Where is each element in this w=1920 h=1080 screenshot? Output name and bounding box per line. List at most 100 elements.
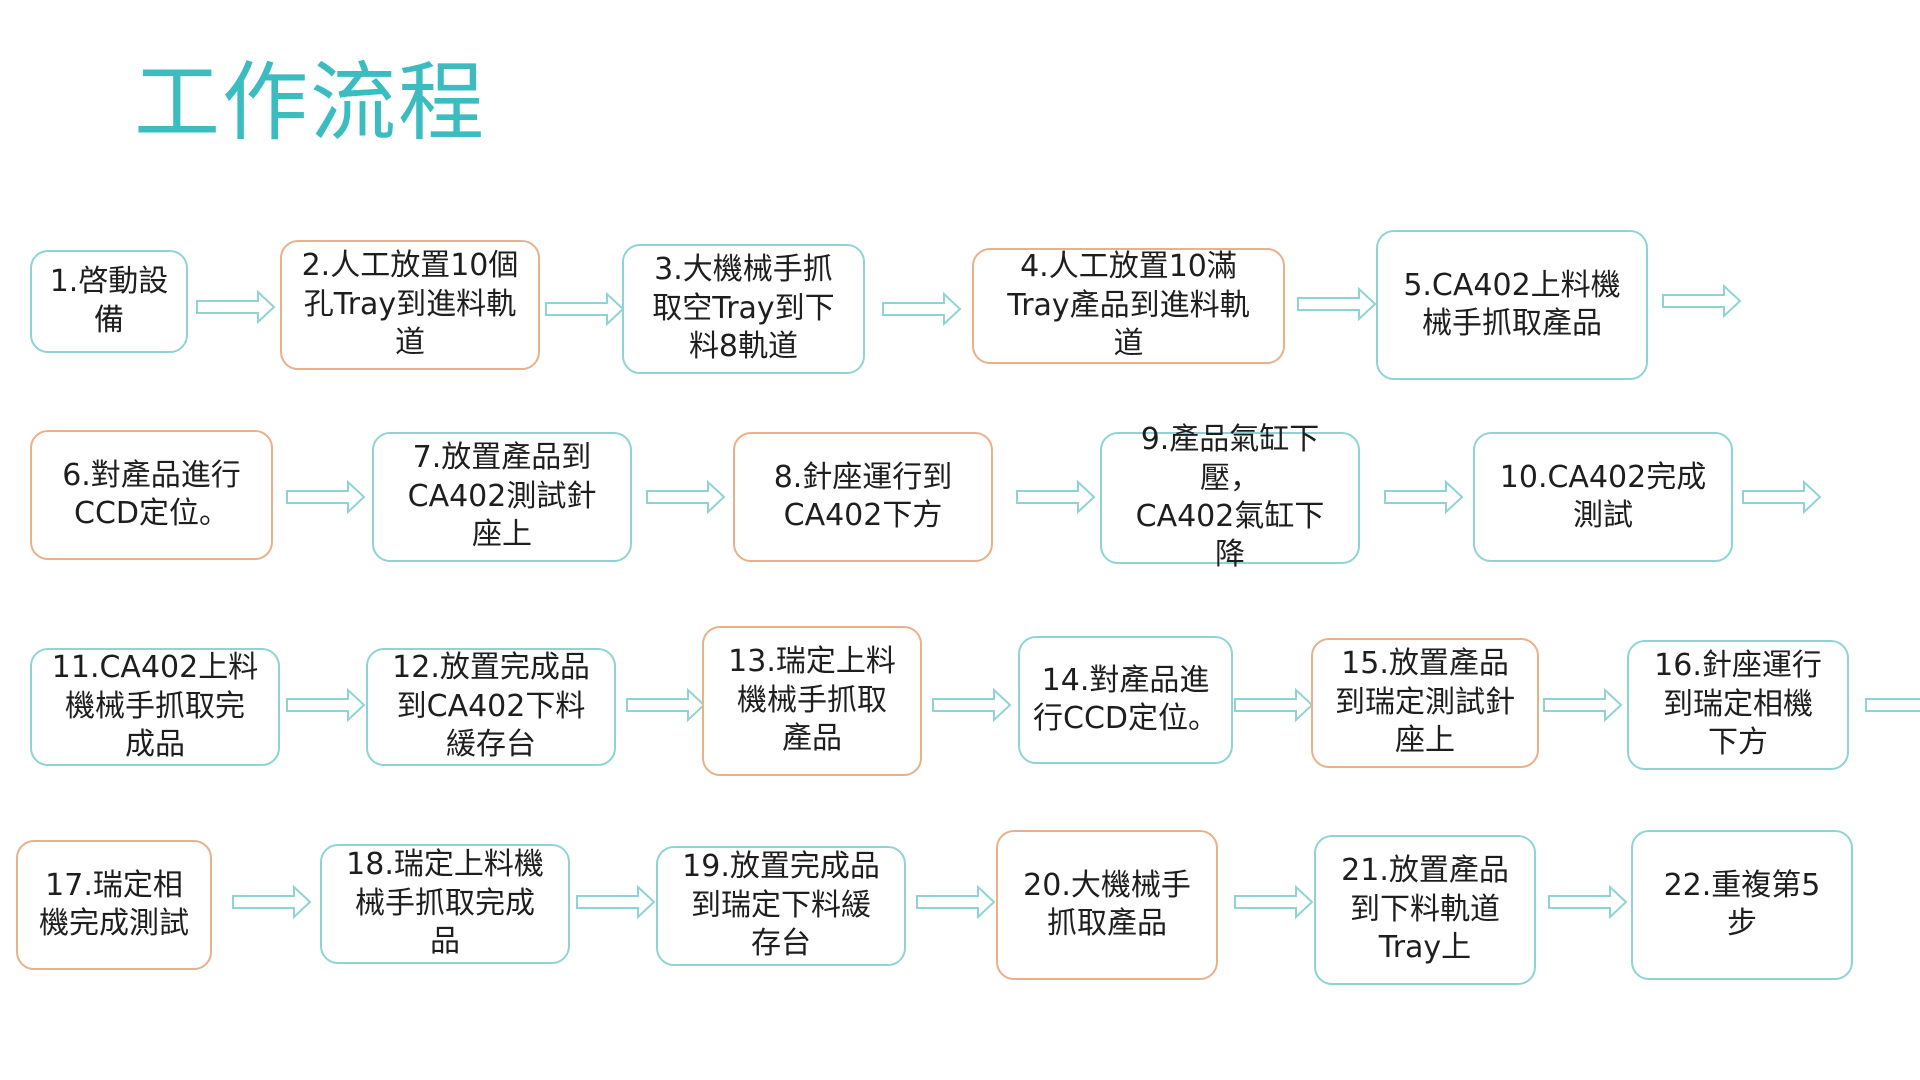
step-text-line: CA402氣缸下: [1135, 499, 1325, 534]
step-box-10: 10.CA402完成測試: [1473, 432, 1733, 562]
arrow-right-icon: [1234, 884, 1314, 920]
step-text-line: 1.啓動設: [49, 264, 169, 300]
step-text-line: 到瑞定下料緩: [691, 887, 871, 923]
step-text-line: Tray上: [1378, 930, 1472, 966]
step-text-line: Tray產品到進料軌: [1007, 287, 1250, 323]
step-box-13: 13.瑞定上料機械手抓取產品: [702, 626, 922, 776]
arrow-right-icon: [196, 289, 276, 325]
step-text-line: 18.瑞定上料機: [346, 847, 544, 883]
arrow-right-icon: [576, 884, 656, 920]
arrow-right-icon: [932, 687, 1012, 723]
step-text-line: 品: [430, 924, 460, 960]
arrow-right-icon: [1384, 479, 1464, 515]
step-text-line: 道: [394, 325, 425, 361]
step-box-2: 2.人工放置10個孔Tray到進料軌道: [280, 240, 540, 370]
step-text-line: 機械手抓取完: [64, 688, 245, 724]
arrow-right-icon: [646, 479, 726, 515]
step-text-line: 下方: [1708, 725, 1768, 761]
step-text-line: 5.CA402上料機: [1403, 267, 1621, 303]
arrow-right-icon: [1234, 687, 1314, 723]
arrow-right-icon: [1865, 698, 1920, 712]
arrow-right-icon: [232, 884, 312, 920]
step-text-line: 11.CA402上料: [51, 650, 259, 686]
step-text-line: 22.重複第5: [1663, 867, 1821, 903]
step-text-line: 3.大機械手抓: [654, 252, 833, 288]
step-text-line: CCD定位。: [74, 496, 229, 531]
step-text-line: 產品: [782, 721, 842, 757]
step-text-line: 備: [94, 302, 124, 338]
step-text-line: 成品: [124, 727, 185, 763]
step-box-9: 9.產品氣缸下壓，CA402氣缸下降: [1100, 422, 1360, 572]
step-text-line: 到瑞定測試針: [1335, 684, 1515, 720]
arrow-right-icon: [1548, 884, 1628, 920]
step-text-line: CA402下方: [783, 498, 943, 533]
arrow-right-icon: [1297, 286, 1377, 322]
step-text-line: 6.對產品進行: [62, 457, 241, 493]
step-text-line: 孔Tray到進料軌: [303, 286, 517, 322]
step-text-line: 14.對產品進: [1041, 662, 1210, 698]
step-text-line: 8.針座運行到: [773, 459, 953, 495]
step-text-line: 17.瑞定相: [45, 867, 183, 903]
step-text-line: 座上: [1395, 723, 1455, 759]
step-text-line: 到下料軌道: [1350, 891, 1500, 927]
step-box-3: 3.大機械手抓取空Tray到下料8軌道: [622, 244, 865, 374]
arrow-right-icon: [626, 687, 706, 723]
step-text-line: 16.針座運行: [1654, 648, 1822, 684]
step-box-18: 18.瑞定上料機械手抓取完成品: [320, 844, 570, 964]
step-text-line: 步: [1726, 906, 1757, 941]
step-box-17: 17.瑞定相機完成測試: [16, 840, 212, 970]
arrow-right-icon: [1016, 479, 1096, 515]
step-text-line: 20.大機械手: [1023, 867, 1191, 903]
step-text-line: 降: [1215, 537, 1245, 573]
step-text-line: 械手抓取產品: [1421, 306, 1602, 341]
step-text-line: 存台: [751, 926, 811, 962]
step-text-line: 15.放置產品: [1341, 646, 1509, 682]
step-text-line: 機完成測試: [39, 906, 189, 941]
step-box-11: 11.CA402上料機械手抓取完成品: [30, 648, 280, 766]
arrow-right-icon: [1543, 687, 1623, 723]
step-text-line: 2.人工放置10個: [301, 248, 519, 284]
step-text-line: 13.瑞定上料: [728, 644, 896, 680]
step-text-line: 測試: [1572, 498, 1633, 533]
step-text-line: 機械手抓取: [737, 682, 887, 718]
step-text-line: 行CCD定位。: [1033, 701, 1218, 736]
step-text-line: 料8軌道: [688, 329, 799, 365]
arrow-right-icon: [1662, 283, 1742, 319]
step-box-1: 1.啓動設備: [30, 250, 188, 353]
step-box-16: 16.針座運行到瑞定相機下方: [1627, 640, 1849, 770]
step-text-line: CA402測試針: [407, 478, 597, 514]
step-text-line: 緩存台: [446, 727, 536, 763]
step-text-line: 取空Tray到下: [652, 290, 835, 326]
step-text-line: 10.CA402完成: [1499, 459, 1707, 495]
arrow-right-icon: [286, 479, 366, 515]
step-text-line: 道: [1113, 326, 1144, 362]
slide-title: 工作流程: [134, 53, 486, 153]
step-text-line: 座上: [471, 517, 532, 553]
step-box-14: 14.對產品進行CCD定位。: [1018, 636, 1233, 764]
step-text-line: 4.人工放置10滿: [1020, 249, 1237, 285]
step-text-line: 19.放置完成品: [682, 849, 880, 885]
step-text-line: 械手抓取完成: [355, 885, 535, 921]
arrow-right-icon: [882, 291, 962, 327]
step-text-line: 9.產品氣缸下壓，: [1140, 422, 1320, 496]
step-box-5: 5.CA402上料機械手抓取產品: [1376, 230, 1648, 380]
step-text-line: 到瑞定相機: [1663, 686, 1813, 722]
step-text-line: 7.放置產品到: [412, 440, 592, 476]
step-box-15: 15.放置產品到瑞定測試針座上: [1311, 638, 1539, 768]
arrow-right-icon: [286, 687, 366, 723]
step-box-12: 12.放置完成品到CA402下料緩存台: [366, 648, 616, 766]
arrow-right-icon: [545, 291, 625, 327]
step-text-line: 抓取產品: [1047, 906, 1167, 941]
step-box-19: 19.放置完成品到瑞定下料緩存台: [656, 846, 906, 966]
step-text-line: 到CA402下料: [396, 688, 586, 724]
step-box-20: 20.大機械手抓取產品: [996, 830, 1218, 980]
arrow-right-icon: [916, 884, 996, 920]
step-text-line: 21.放置產品: [1341, 853, 1509, 889]
